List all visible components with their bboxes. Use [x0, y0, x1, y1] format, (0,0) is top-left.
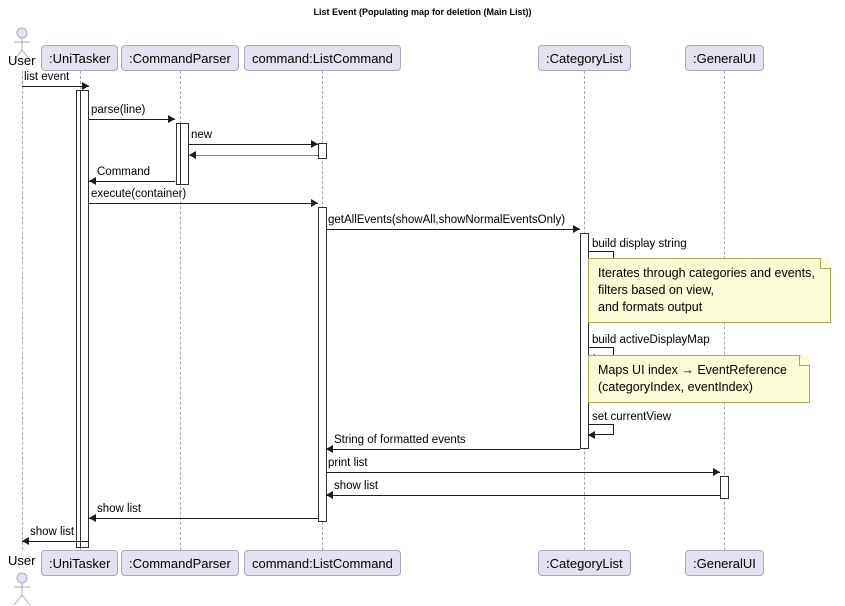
message-line-m1: [22, 86, 89, 87]
message-label: show list: [334, 480, 379, 492]
actor-foot-label: User: [8, 553, 36, 568]
activation-bar-generalui: [720, 476, 729, 499]
message-line-m13: [326, 495, 720, 496]
note-box: Maps UI index → EventReference (category…: [588, 355, 810, 403]
message-label: list event: [24, 71, 70, 83]
message-line-m3: [189, 144, 318, 145]
arrowhead-left: [326, 491, 333, 499]
message-label: getAllEvents(showAll,showNormalEventsOnl…: [328, 214, 566, 226]
message-label: String of formatted events: [334, 434, 466, 446]
participant-label: :UniTasker: [49, 50, 111, 66]
message-line-m14: [89, 518, 318, 519]
arrowhead-left: [588, 431, 595, 439]
participant-box-listcommand-foot[interactable]: command:ListCommand: [244, 550, 401, 576]
arrowhead-right: [168, 115, 175, 123]
message-label: build activeDisplayMap: [592, 334, 710, 346]
activation-bar-categorylist: [580, 233, 589, 449]
participant-label: :CategoryList: [546, 555, 623, 571]
participant-label: command:ListCommand: [252, 50, 393, 66]
message-label: build display string: [592, 238, 687, 250]
arrowhead-left: [189, 151, 196, 159]
participant-box-listcommand-head[interactable]: command:ListCommand: [244, 45, 401, 71]
message-label: parse(line): [91, 104, 146, 116]
arrowhead-right: [713, 468, 720, 476]
message-label: new: [191, 129, 213, 141]
participant-label: :CommandParser: [129, 50, 231, 66]
participant-label: :CategoryList: [546, 50, 623, 66]
participant-box-generalui-head[interactable]: :GeneralUI: [685, 45, 764, 71]
participant-box-parser-head[interactable]: :CommandParser: [121, 45, 239, 71]
participant-label: command:ListCommand: [252, 555, 393, 571]
arrowhead-right: [311, 199, 318, 207]
participant-label: :CommandParser: [129, 555, 231, 571]
message-line-m11: [326, 449, 580, 450]
participant-box-unitasker-head[interactable]: :UniTasker: [41, 45, 119, 71]
note-box: Iterates through categories and events, …: [588, 258, 831, 323]
participant-box-generalui-foot[interactable]: :GeneralUI: [685, 550, 764, 576]
message-label: show list: [30, 526, 75, 538]
participant-label: :UniTasker: [49, 555, 111, 571]
note-text: Maps UI index → EventReference (category…: [598, 363, 787, 394]
message-line-m15: [22, 541, 89, 542]
message-label: print list: [328, 457, 368, 469]
message-line-m12: [326, 472, 720, 473]
self-message-loop: [588, 424, 614, 435]
arrowhead-left: [22, 537, 29, 545]
participant-box-parser-foot[interactable]: :CommandParser: [121, 550, 239, 576]
participant-label: :GeneralUI: [693, 50, 756, 66]
actor-head-icon: [13, 27, 31, 61]
note-fold-icon: [820, 259, 830, 269]
lifeline-user: [22, 71, 23, 550]
message-line-m5: [89, 181, 175, 182]
arrowhead-left: [326, 445, 333, 453]
participant-box-categorylist-foot[interactable]: :CategoryList: [538, 550, 631, 576]
activation-bar-parser: [180, 123, 189, 185]
participant-box-unitasker-foot[interactable]: :UniTasker: [41, 550, 119, 576]
arrowhead-right: [82, 82, 89, 90]
actor-foot-icon: [13, 572, 31, 606]
message-line-m7: [326, 229, 580, 230]
arrowhead-left: [89, 177, 96, 185]
note-fold-icon: [799, 356, 809, 366]
diagram-title: List Event (Populating map for deletion …: [313, 7, 532, 17]
actor-head-label: User: [8, 53, 36, 68]
message-label: Command: [97, 166, 151, 178]
activation-bar-unitasker: [80, 90, 89, 548]
note-text: Iterates through categories and events, …: [598, 266, 815, 314]
message-line-m6: [89, 203, 318, 204]
message-line-m4: [189, 155, 318, 156]
activation-bar-listcommand: [318, 207, 327, 522]
participant-box-categorylist-head[interactable]: :CategoryList: [538, 45, 631, 71]
participant-label: :GeneralUI: [693, 555, 756, 571]
message-label: execute(container): [91, 188, 187, 200]
message-line-m2: [89, 119, 175, 120]
message-label: show list: [97, 503, 142, 515]
lifeline-parser: [180, 71, 181, 550]
arrowhead-left: [89, 514, 96, 522]
message-label: set currentView: [592, 411, 672, 423]
arrowhead-right: [311, 140, 318, 148]
activation-bar-listcommand: [318, 143, 327, 159]
arrowhead-right: [573, 225, 580, 233]
